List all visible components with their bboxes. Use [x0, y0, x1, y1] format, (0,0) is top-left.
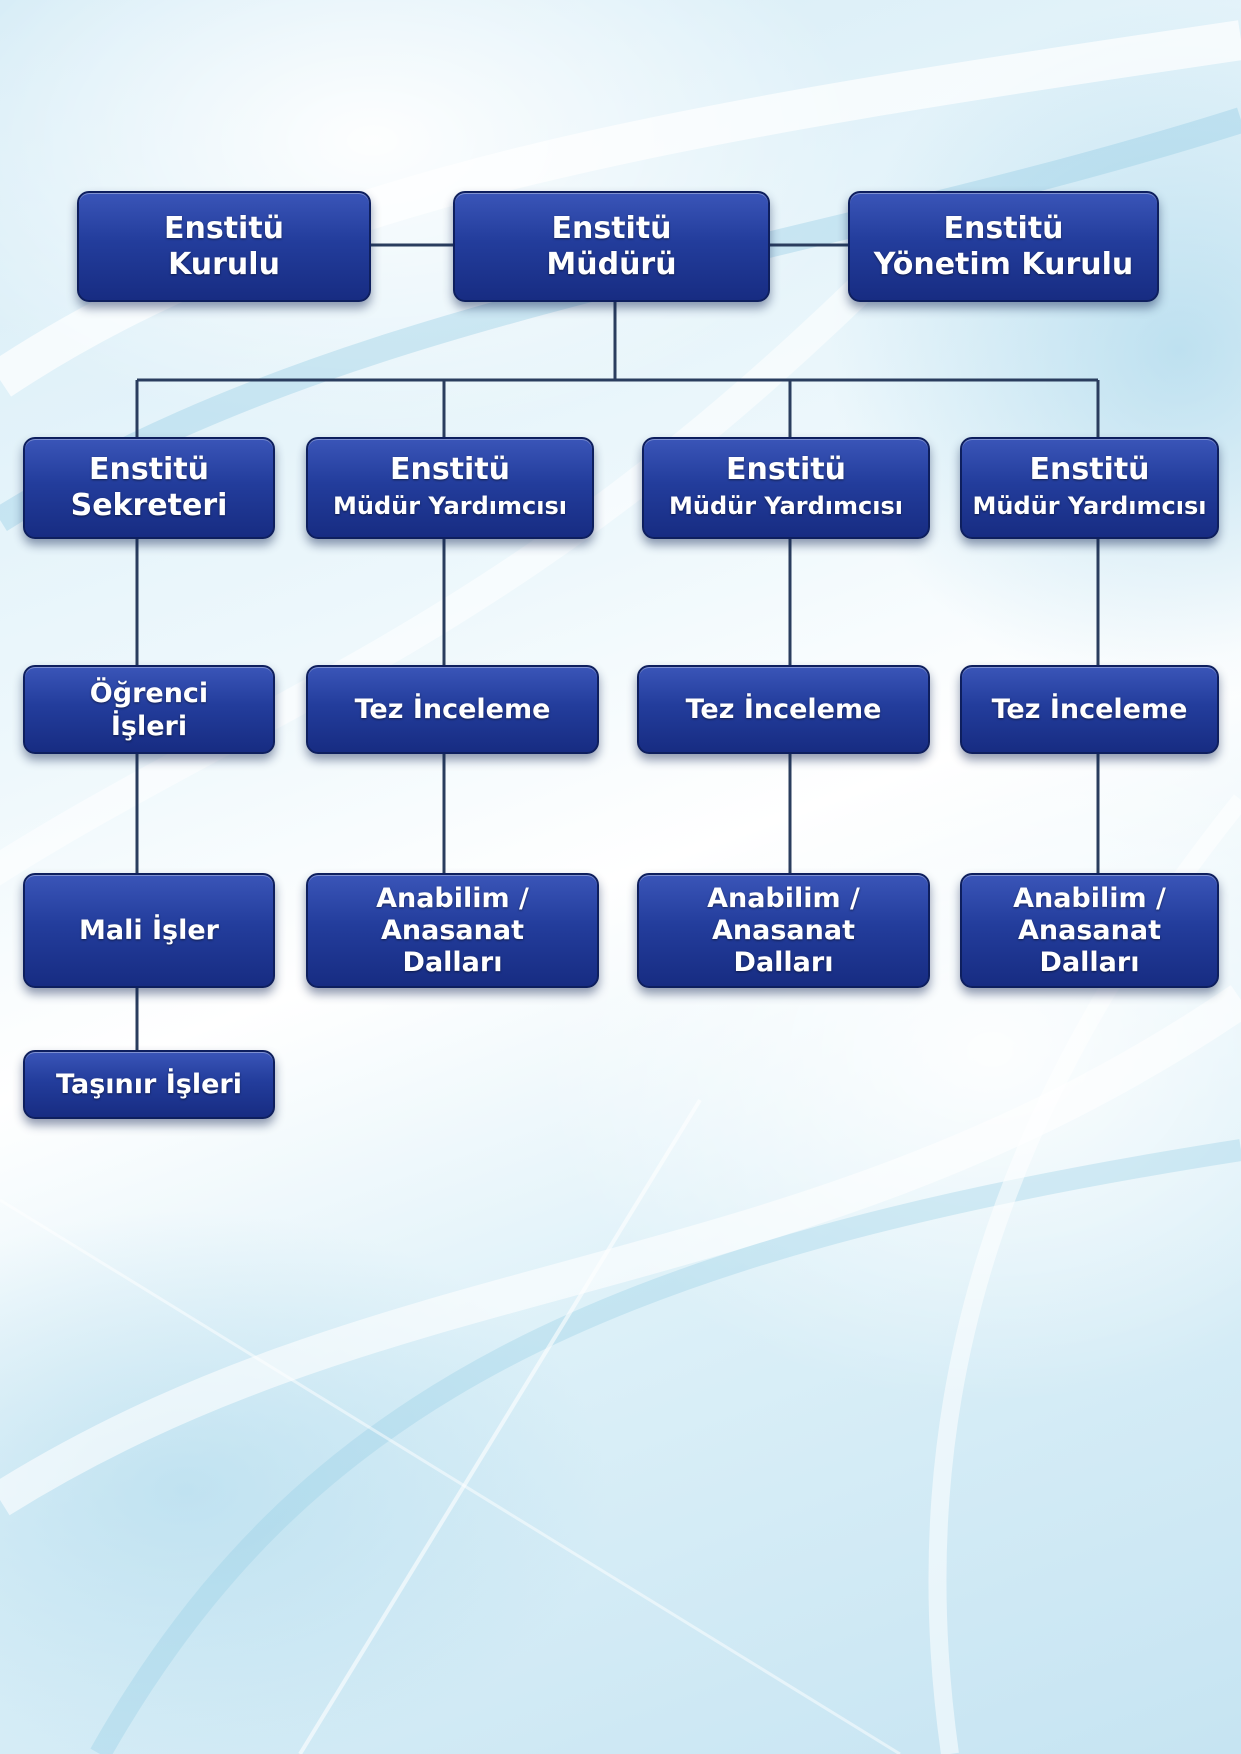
- node-mudur-yardimcisi-2: Enstitü Müdür Yardımcısı: [642, 437, 930, 539]
- node-mudur-yardimcisi-3: Enstitü Müdür Yardımcısı: [960, 437, 1219, 539]
- node-label-line-3: Dalları: [1039, 946, 1140, 978]
- node-tez-inceleme-3: Tez İnceleme: [960, 665, 1219, 754]
- node-label-line-2: Müdür Yardımcısı: [668, 492, 903, 520]
- node-enstitu-kurulu: Enstitü Kurulu: [77, 191, 371, 302]
- node-label-line-2: Anasanat: [1018, 914, 1161, 946]
- node-label: Tez İnceleme: [991, 694, 1188, 725]
- node-mudur-yardimcisi-1: Enstitü Müdür Yardımcısı: [306, 437, 594, 539]
- node-label-line-2: Müdür Yardımcısı: [332, 492, 567, 520]
- node-label-line-1: Anabilim /: [1013, 882, 1166, 914]
- node-anabilim-dallari-1: Anabilim / Anasanat Dalları: [306, 873, 599, 988]
- node-tez-inceleme-1: Tez İnceleme: [306, 665, 599, 754]
- node-label-line-2: Sekreteri: [70, 488, 228, 523]
- node-label-line-2: Müdür Yardımcısı: [972, 492, 1207, 520]
- node-label: Mali İşler: [79, 915, 219, 946]
- node-label-line-2: Yönetim Kurulu: [873, 246, 1134, 282]
- node-anabilim-dallari-2: Anabilim / Anasanat Dalları: [637, 873, 930, 988]
- node-tez-inceleme-2: Tez İnceleme: [637, 665, 930, 754]
- node-enstitu-yonetim-kurulu: Enstitü Yönetim Kurulu: [848, 191, 1159, 302]
- node-enstitu-muduru: Enstitü Müdürü: [453, 191, 770, 302]
- node-label-line-1: Enstitü: [163, 210, 285, 246]
- node-label: Tez İnceleme: [354, 694, 551, 725]
- node-tasinir-isleri: Taşınır İşleri: [23, 1050, 275, 1119]
- node-label-line-1: Öğrenci: [89, 677, 209, 709]
- node-label-line-3: Dalları: [733, 946, 834, 978]
- node-label-line-2: İşleri: [110, 710, 188, 742]
- node-label-line-1: Enstitü: [551, 210, 672, 246]
- node-ogrenci-isleri: Öğrenci İşleri: [23, 665, 275, 754]
- node-label-line-1: Anabilim /: [376, 882, 529, 914]
- node-label-line-1: Anabilim /: [707, 882, 860, 914]
- node-label-line-1: Enstitü: [389, 452, 511, 487]
- node-label-line-1: Enstitü: [88, 452, 210, 487]
- node-label: Tez İnceleme: [685, 694, 882, 725]
- node-label-line-3: Dalları: [402, 946, 503, 978]
- node-label-line-2: Müdürü: [546, 246, 677, 282]
- node-label: Taşınır İşleri: [56, 1069, 242, 1100]
- node-mali-isler: Mali İşler: [23, 873, 275, 988]
- node-label-line-2: Anasanat: [712, 914, 855, 946]
- node-label-line-1: Enstitü: [943, 210, 1064, 246]
- node-label-line-1: Enstitü: [1029, 452, 1150, 487]
- node-label-line-2: Anasanat: [381, 914, 524, 946]
- node-anabilim-dallari-3: Anabilim / Anasanat Dalları: [960, 873, 1219, 988]
- node-label-line-2: Kurulu: [168, 246, 280, 282]
- node-label-line-1: Enstitü: [725, 452, 847, 487]
- node-enstitu-sekreteri: Enstitü Sekreteri: [23, 437, 275, 539]
